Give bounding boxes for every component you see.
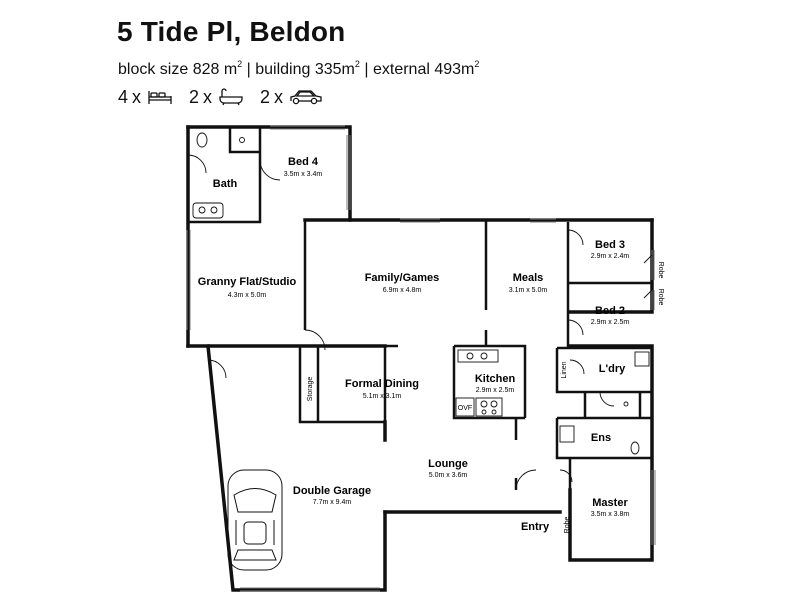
room-kitchen: Kitchen: [475, 373, 516, 385]
block-size-label: block size: [118, 61, 189, 78]
room-double-garage: Double Garage: [293, 485, 371, 497]
separator: |: [246, 61, 251, 78]
separator: |: [364, 61, 369, 78]
room-bed-2-dim: 2.9m x 2.5m: [591, 319, 630, 326]
room-lounge: Lounge: [428, 458, 468, 470]
shower-drain: [239, 137, 245, 143]
fixtures: [192, 132, 650, 455]
external-size-label: external: [372, 61, 430, 78]
bathtub-icon: [219, 88, 243, 106]
vanity: [192, 202, 224, 219]
room-ensuite: Ens: [591, 432, 611, 444]
room-bed-4-dim: 3.5m x 3.4m: [284, 171, 323, 178]
room-bed-2: Bed 2: [595, 305, 625, 317]
block-size-value: 828 m: [192, 61, 238, 78]
label-ovf: OVF: [458, 405, 472, 412]
bed-icon: [148, 91, 172, 104]
property-address: 5 Tide Pl, Beldon: [117, 16, 346, 47]
room-bed-4: Bed 4: [288, 156, 319, 168]
laundry-tub: [634, 351, 650, 367]
room-master: Master: [592, 497, 628, 509]
building-size-value: 335m: [314, 61, 355, 78]
room-linen: Linen: [561, 361, 568, 378]
garage-car: [227, 469, 283, 571]
bathroom-count: 2: [189, 86, 200, 107]
room-formal-dining: Formal Dining: [345, 378, 419, 390]
room-robe-bed-2: Robe: [657, 289, 664, 306]
car-icon: [290, 90, 322, 105]
toilet: [196, 132, 208, 148]
times-sign: x: [203, 86, 213, 107]
bedroom-count: 4: [118, 86, 129, 107]
room-granny-flat: Granny Flat/Studio: [198, 276, 297, 288]
room-meals-dim: 3.1m x 5.0m: [509, 287, 548, 294]
room-storage: Storage: [307, 377, 314, 402]
sup-2: 2: [237, 59, 243, 69]
windows: [186, 125, 656, 592]
kitchen-sink: [457, 349, 499, 363]
building-size-label: building: [255, 61, 311, 78]
sup-2: 2: [474, 59, 480, 69]
ens-toilet: [630, 441, 640, 455]
interior-walls: [188, 127, 652, 490]
room-meals: Meals: [513, 272, 544, 284]
room-master-dim: 3.5m x 3.8m: [591, 511, 630, 518]
oven: [455, 397, 475, 417]
exterior-walls: [186, 125, 654, 592]
room-family-games-dim: 6.9m x 4.8m: [383, 287, 422, 294]
times-sign: x: [132, 86, 142, 107]
cooktop: [475, 397, 503, 417]
room-robe-bed-3: Robe: [657, 262, 664, 279]
property-sizes: block size 828 m2 | building 335m2 | ext…: [118, 59, 480, 79]
room-bath: Bath: [213, 178, 238, 190]
laundry-drain: [623, 401, 629, 407]
room-kitchen-dim: 2.9m x 2.5m: [476, 387, 515, 394]
room-robe-master: Robe: [564, 517, 571, 534]
room-laundry: L'dry: [599, 363, 626, 375]
door-swings: [187, 154, 653, 491]
room-double-garage-dim: 7.7m x 9.4m: [313, 499, 352, 506]
external-size-value: 493m: [434, 61, 475, 78]
sup-2: 2: [354, 59, 360, 69]
property-features: 4 x 2 x 2 x: [118, 86, 339, 108]
times-sign: x: [274, 86, 284, 107]
room-granny-flat-dim: 4.3m x 5.0m: [228, 292, 267, 299]
room-bed-3-dim: 2.9m x 2.4m: [591, 253, 630, 260]
room-family-games: Family/Games: [365, 272, 440, 284]
room-lounge-dim: 5.0m x 3.6m: [429, 472, 468, 479]
room-entry: Entry: [521, 521, 550, 533]
ens-vanity: [559, 425, 575, 443]
car-count: 2: [260, 86, 271, 107]
room-bed-3: Bed 3: [595, 239, 625, 251]
room-formal-dining-dim: 5.1m x 3.1m: [363, 393, 402, 400]
